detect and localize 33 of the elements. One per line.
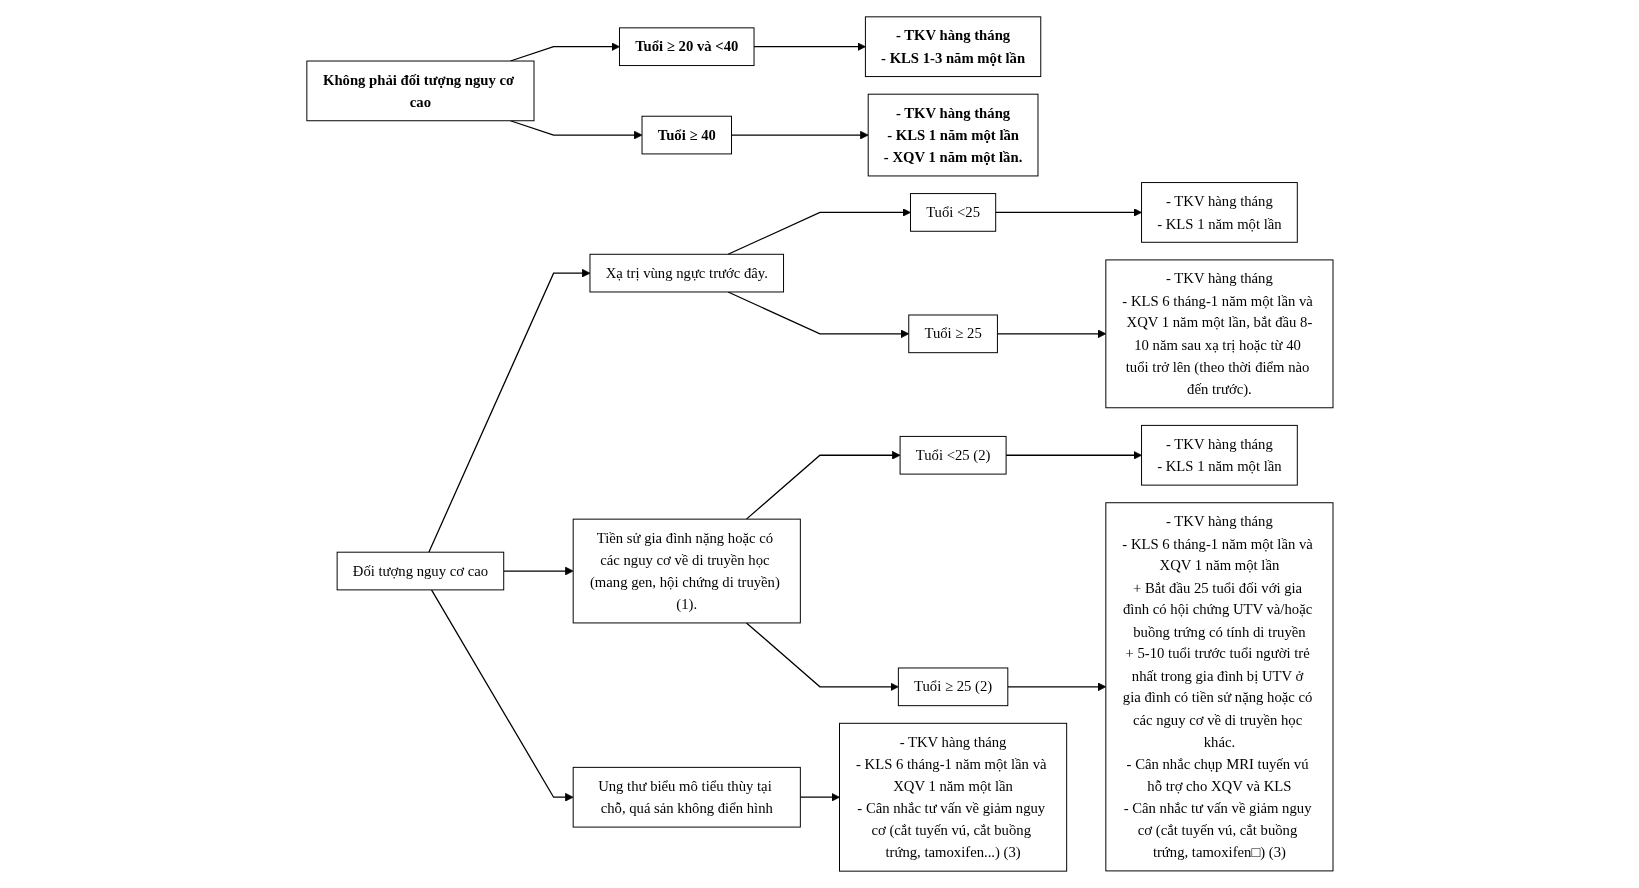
node-box: - TKV hàng tháng - KLS 1-3 năm một lần: [864, 16, 1041, 78]
node-box: Tuổi <25: [909, 193, 996, 232]
node-box: Không phải đối tượng nguy cơ cao: [305, 60, 535, 122]
arrow: [994, 208, 1142, 217]
node-box: - TKV hàng tháng - KLS 1 năm một lần: [1140, 424, 1298, 486]
arrow: [727, 291, 909, 339]
node-box: Xạ trị vùng ngực trước đây.: [589, 253, 784, 293]
node-box: - TKV hàng tháng - KLS 6 tháng-1 năm một lần và XQV 1 năm một lần + Bắt đầu 25 tuổi đối với gia đình có hội chứng UTV và/hoặc buồng trứng có tính di truyền + 5-10 tuổi trước tuổi người trẻ nhất trong gia đình bị UTV ở gia đình có tiền sử nặng hoặc có các nguy cơ về di truyền học khác. - Cân nhắc chụp MRI tuyến vú hỗ trợ cho XQV và KLS - Cân nhắc tư vấn về giảm nguy cơ (cắt tuyến vú, cắt buồng trứng, tamoxifen□) (3): [1104, 502, 1334, 872]
node-box: Tuổi ≥ 20 và <40: [618, 27, 755, 67]
arrow: [427, 268, 590, 553]
arrow: [430, 589, 574, 802]
node-box: Tuổi ≥ 40: [641, 115, 732, 155]
node-box: - TKV hàng tháng - KLS 6 tháng-1 năm một lần và XQV 1 năm một lần, bắt đầu 8-10 năm sau xạ trị hoặc từ 40 tuổi trở lên (theo thời điểm nào đến trước).: [1104, 259, 1334, 409]
node-box: - TKV hàng tháng - KLS 1 năm một lần - XQV 1 năm một lần.: [867, 93, 1039, 177]
arrow: [730, 130, 869, 140]
node-box: - TKV hàng tháng - KLS 1 năm một lần: [1140, 182, 1298, 243]
arrow: [996, 329, 1106, 339]
node-box: Tuổi ≥ 25: [907, 314, 998, 354]
node-box: Đối tượng nguy cơ cao: [336, 551, 504, 591]
arrow: [1006, 682, 1106, 692]
arrow: [745, 622, 899, 692]
arrow: [752, 42, 866, 51]
arrow: [745, 450, 901, 520]
arrow: [1005, 450, 1142, 460]
node-box: Tiền sử gia đình nặng hoặc có các nguy cơ về di truyền học (mang gen, hội chứng di truyền) (1).: [572, 518, 801, 624]
arrow: [502, 566, 574, 576]
node-box: Tuổi <25 (2): [899, 435, 1007, 475]
arrow: [799, 792, 840, 802]
node-box: - TKV hàng tháng - KLS 6 tháng-1 năm một lần và XQV 1 năm một lần - Cân nhắc tư vấn về giảm nguy cơ (cắt tuyến vú, cắt buồng trứng, tamoxifen...) (3): [838, 722, 1067, 872]
node-box: Tuổi ≥ 25 (2): [897, 667, 1008, 707]
arrow: [727, 208, 911, 255]
node-box: Ung thư biểu mô tiểu thùy tại chỗ, quá sản không điển hình: [572, 766, 801, 828]
arrow: [509, 120, 642, 140]
